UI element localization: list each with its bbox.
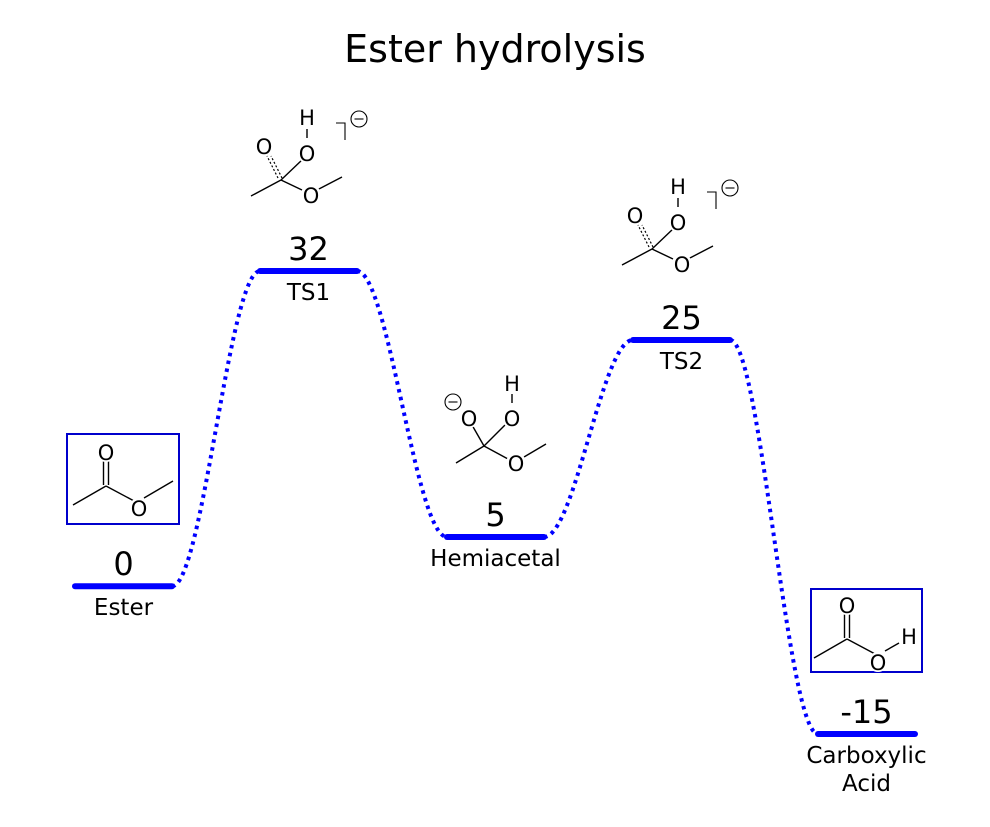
value-label-2: 32 (288, 230, 329, 268)
hydrogen-atom: H (670, 175, 686, 199)
hydrogen-atom: H (504, 372, 520, 396)
value-label-3: 5 (485, 496, 505, 534)
state-label-5: Carboxylic (806, 743, 926, 769)
oxygen-atom: O (131, 497, 148, 521)
connector-1 (171, 269, 261, 589)
value-label-4: 25 (661, 299, 702, 337)
connector-4 (729, 337, 819, 736)
chart-title: Ester hydrolysis (344, 27, 646, 71)
oxygen-atom: O (98, 441, 115, 465)
state-label-2: TS1 (286, 280, 330, 306)
value-label-1: 0 (113, 545, 133, 583)
state-label-3: Hemiacetal (430, 546, 561, 572)
oxygen-atom: O (627, 204, 644, 228)
oxygen-atom: O (508, 452, 525, 476)
oxygen-atom: O (839, 594, 856, 618)
ester-structure: OO (66, 433, 180, 525)
state-label-5: Acid (842, 771, 891, 797)
oxygen-atom: O (256, 135, 273, 159)
value-label-5: -15 (840, 693, 892, 731)
oxygen-atom: O (870, 651, 887, 675)
connectors (171, 269, 819, 736)
state-label-1: Ester (94, 595, 154, 621)
oxygen-atom: O (299, 142, 316, 166)
acid-box (810, 588, 923, 673)
oxygen-atom: O (674, 253, 691, 277)
connector-3 (543, 337, 634, 539)
state-label-4: TS2 (659, 349, 703, 375)
hydrogen-atom: H (901, 625, 917, 649)
oxygen-atom: O (504, 407, 521, 431)
hydrogen-atom: H (299, 106, 315, 130)
ester-box (66, 433, 180, 525)
oxygen-atom: O (461, 407, 478, 431)
connector-2 (356, 269, 448, 539)
acid-structure: OOH (810, 588, 923, 675)
oxygen-atom: O (670, 211, 687, 235)
oxygen-atom: O (303, 184, 320, 208)
